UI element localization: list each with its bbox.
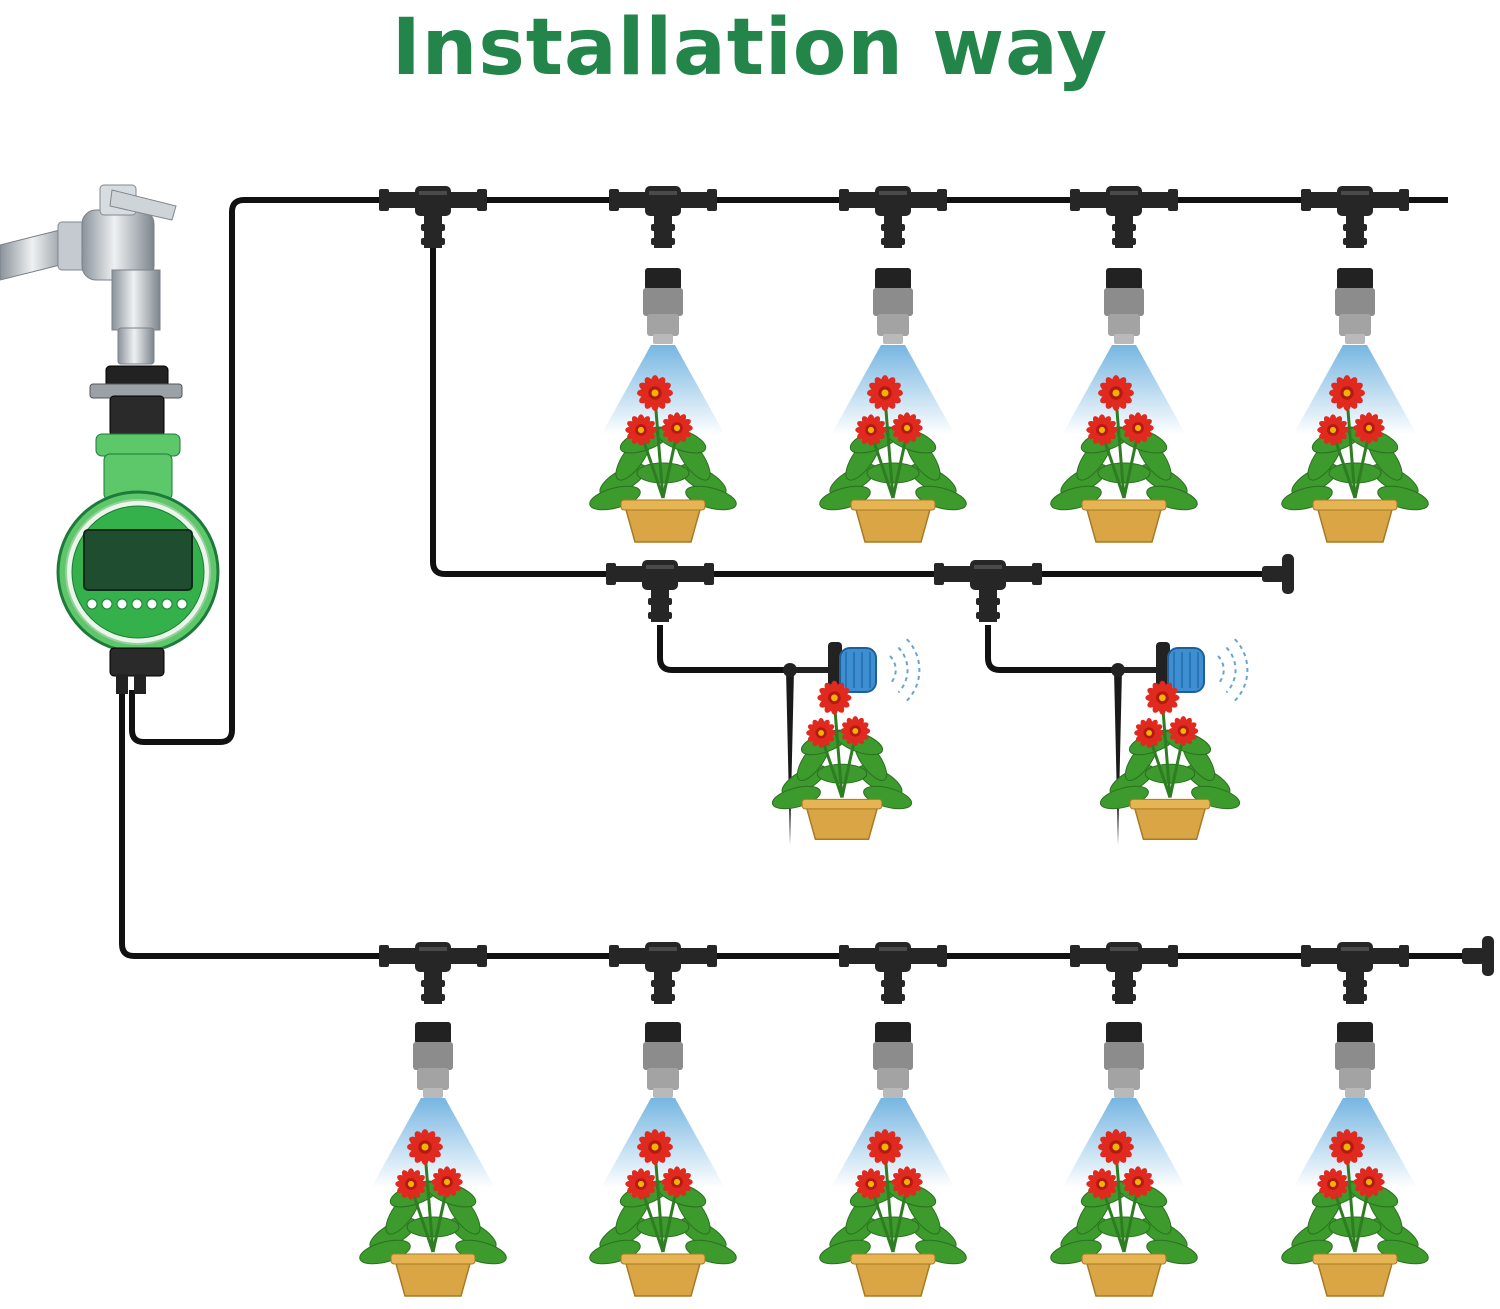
potted-flower-icon: [771, 680, 913, 841]
water-timer-icon: [56, 365, 220, 694]
mist-nozzle-icon: [643, 268, 683, 344]
end-plug-icon: [1462, 936, 1494, 976]
tee-connector-icon: [839, 942, 947, 1004]
tube: [657, 625, 790, 673]
tee-connector-icon: [1070, 186, 1178, 248]
mist-nozzle-icon: [1335, 268, 1375, 344]
tube: [985, 625, 1118, 673]
tee-connector-icon: [379, 942, 487, 1004]
tee-connector-icon: [934, 560, 1042, 622]
mist-nozzle-icon: [1104, 268, 1144, 344]
potted-flower-icon: [1281, 375, 1429, 543]
tube: [119, 690, 1462, 959]
potted-flower-icon: [589, 1129, 737, 1297]
tee-connector-icon: [1070, 942, 1178, 1004]
adjustable-dripper-icon: [783, 638, 921, 845]
potted-flower-icon: [1099, 680, 1241, 841]
tee-connector-icon: [609, 942, 717, 1004]
tube: [129, 197, 1448, 745]
tube: [430, 228, 1262, 577]
mist-nozzle-icon: [643, 1022, 683, 1098]
tee-connector-icon: [609, 186, 717, 248]
potted-flower-icon: [1050, 375, 1198, 543]
potted-flower-icon: [819, 375, 967, 543]
tee-connector-icon: [1301, 942, 1409, 1004]
mist-nozzle-icon: [873, 1022, 913, 1098]
tee-connector-icon: [1301, 186, 1409, 248]
end-plug-icon: [1262, 554, 1294, 594]
potted-flower-icon: [1281, 1129, 1429, 1297]
mist-nozzle-icon: [413, 1022, 453, 1098]
tee-connector-icon: [839, 186, 947, 248]
mist-nozzle-icon: [873, 268, 913, 344]
mist-nozzle-icon: [1104, 1022, 1144, 1098]
mist-nozzle-icon: [1335, 1022, 1375, 1098]
tee-connector-icon: [379, 186, 487, 248]
tubing: [119, 197, 1462, 959]
potted-flower-icon: [359, 1129, 507, 1297]
potted-flower-icon: [589, 375, 737, 543]
potted-flower-icon: [1050, 1129, 1198, 1297]
adjustable-dripper-icon: [1111, 638, 1249, 845]
page-title: Installation way: [391, 3, 1109, 93]
potted-flower-icon: [819, 1129, 967, 1297]
faucet-icon: [0, 184, 177, 365]
tee-connector-icon: [606, 560, 714, 622]
